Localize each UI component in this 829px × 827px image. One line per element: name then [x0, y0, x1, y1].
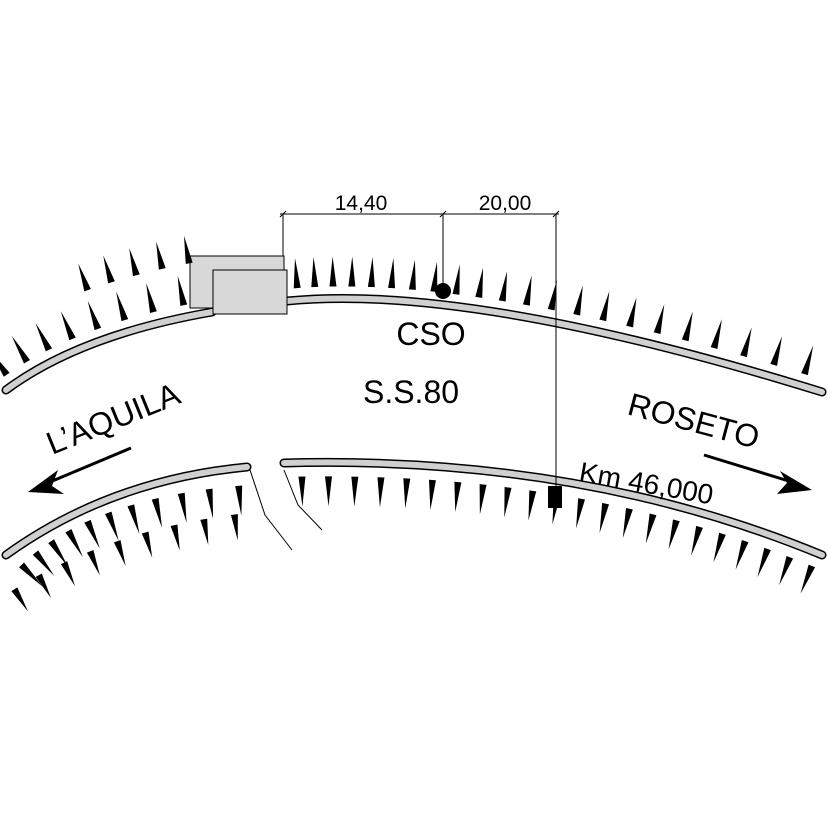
embankment-tick — [311, 257, 319, 288]
city-right-label: ROSETO — [624, 386, 763, 456]
embankment-tick — [65, 529, 83, 558]
embankment-tick — [230, 514, 238, 541]
embankment-tick — [298, 476, 306, 507]
embankment-tick — [740, 327, 752, 358]
embankment-tick — [86, 549, 100, 576]
lower-edge-left — [1, 462, 252, 560]
embankment-tick — [475, 267, 484, 298]
embankment-tick — [183, 235, 193, 264]
embankment-tick — [479, 484, 487, 515]
arrow-right — [703, 453, 812, 494]
embankment-tick — [599, 291, 610, 322]
embankment-tick — [177, 492, 187, 523]
embankment-tick — [452, 264, 460, 295]
embankment-tick — [351, 476, 359, 507]
embankment-tick — [19, 562, 43, 587]
road-label: S.S.80 — [363, 374, 459, 410]
embankment-tick — [504, 487, 512, 518]
arrow-left — [28, 446, 132, 494]
embankment-tick — [177, 275, 188, 306]
road-edges — [1, 293, 827, 560]
embankment-tick — [129, 248, 140, 277]
embankment-tick — [779, 556, 794, 586]
embankment-tick — [348, 256, 356, 287]
embankment-tick — [757, 547, 771, 578]
embankment-tick — [770, 336, 783, 366]
embankment-tick — [170, 524, 180, 551]
embankment-tick — [668, 519, 680, 550]
embankment-tick — [48, 539, 68, 567]
km-marker — [548, 486, 562, 508]
embankment-tick — [388, 258, 396, 289]
embankment-tick — [599, 502, 610, 533]
city-left-label: L’AQUILA — [41, 375, 185, 461]
embankment-tick — [235, 485, 243, 516]
embankment-tick — [735, 540, 749, 570]
embankment-tick — [430, 261, 438, 293]
embankment-tick — [84, 519, 100, 549]
embankment-tick — [528, 490, 537, 521]
embankment-tick — [141, 531, 153, 558]
upper-edge-left — [1, 307, 217, 395]
station-marker — [435, 283, 451, 299]
embankment-tick — [205, 488, 214, 519]
embankment-tick — [367, 257, 375, 288]
embankment-tick — [498, 271, 508, 302]
embankment-tick — [11, 587, 28, 612]
embankment-tick — [626, 297, 637, 328]
embankment-tick — [104, 511, 119, 541]
embankment-tick — [60, 311, 76, 341]
embankment-tick — [151, 498, 163, 529]
embankment-tick — [156, 241, 166, 270]
embankment-tick — [713, 532, 726, 563]
embankment-tick — [710, 319, 722, 349]
embankment-tick — [329, 256, 337, 287]
embankment-tick — [32, 550, 55, 577]
embankment-tick — [801, 345, 814, 376]
embankment-tick — [116, 291, 129, 322]
embankment-tick — [576, 498, 586, 529]
dimension-lines — [279, 210, 560, 486]
embankment-tick — [113, 540, 126, 566]
embankment-tick — [60, 561, 75, 587]
embankment-tick — [428, 479, 436, 510]
embankment-tick — [35, 322, 53, 352]
embankment-tick — [800, 564, 816, 594]
side-road — [249, 469, 323, 551]
embankment-tick — [0, 361, 10, 377]
embankment-tick — [200, 518, 209, 545]
embankment-tick — [645, 513, 657, 544]
building — [189, 255, 288, 315]
embankment-tick — [325, 476, 333, 507]
lower-edge-right — [279, 457, 827, 560]
embankment-tick — [547, 280, 557, 311]
embankment-tick — [403, 478, 411, 509]
station-label: CSO — [396, 316, 465, 352]
embankment-tick — [408, 259, 416, 290]
embankment-tick — [293, 258, 301, 289]
embankment-ticks — [0, 235, 816, 612]
embankment-tick — [691, 525, 703, 556]
dim-right-label: 20,00 — [479, 192, 532, 215]
embankment-tick — [573, 285, 583, 316]
embankment-tick — [454, 481, 462, 512]
embankment-tick — [127, 504, 140, 535]
embankment-tick — [87, 300, 102, 331]
embankment-tick — [11, 335, 30, 364]
embankment-tick — [103, 255, 115, 284]
embankment-tick — [146, 283, 157, 313]
embankment-tick — [78, 263, 91, 292]
embankment-tick — [681, 311, 693, 342]
embankment-tick — [377, 477, 385, 508]
embankment-tick — [35, 573, 52, 599]
embankment-tick — [653, 304, 665, 335]
dim-left-label: 14,40 — [335, 192, 388, 215]
embankment-tick — [622, 507, 633, 539]
embankment-tick — [522, 275, 532, 306]
